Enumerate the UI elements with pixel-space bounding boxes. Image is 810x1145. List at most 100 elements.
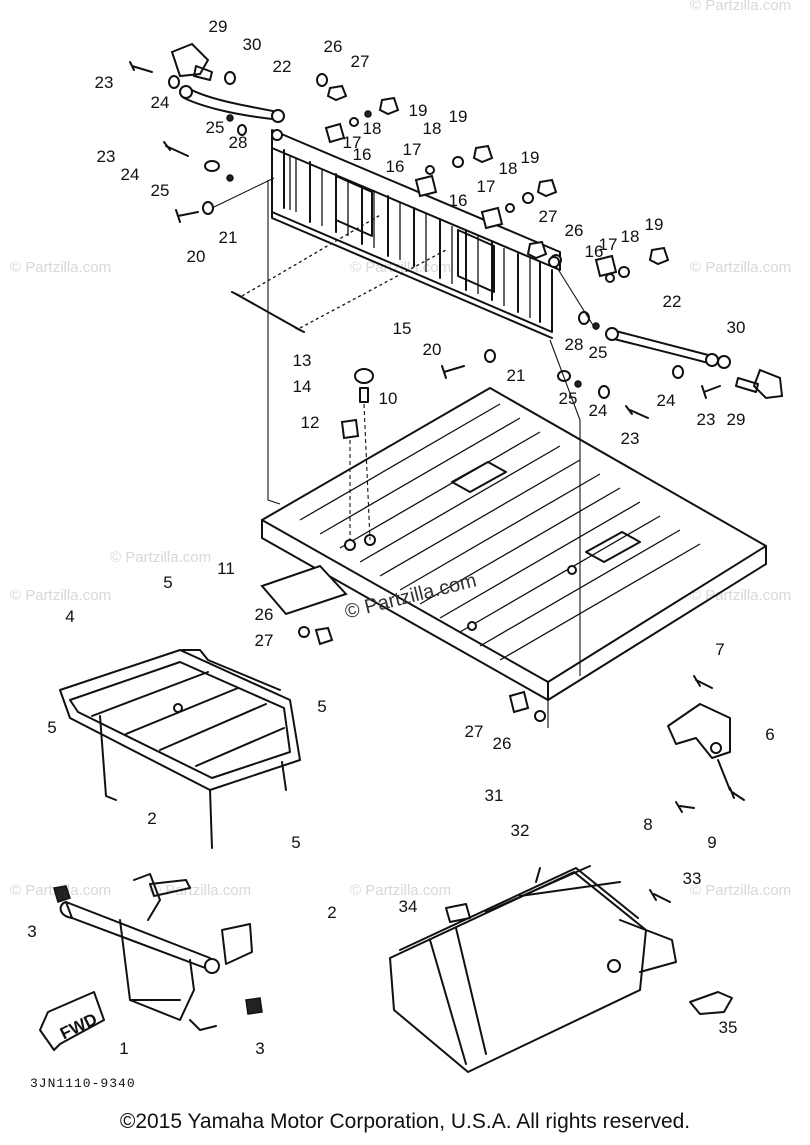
callout-25: 25 [559,389,578,408]
callout-27: 27 [465,722,484,741]
callout-27: 27 [539,207,558,226]
watermark: © Partzilla.com [10,587,111,604]
callout-17: 17 [477,177,496,196]
callout-7: 7 [715,640,724,659]
label-part-34 [445,903,471,923]
callout-24: 24 [121,165,140,184]
callout-32: 32 [511,821,530,840]
callout-20: 20 [423,340,442,359]
callout-16: 16 [449,191,468,210]
bed-mount-hardware [260,368,546,722]
watermark: © Partzilla.com [690,882,791,899]
callout-28: 28 [229,133,248,152]
callout-14: 14 [293,377,312,396]
clip-part-35 [689,991,733,1015]
callout-26: 26 [565,221,584,240]
callout-30: 30 [243,35,262,54]
callout-18: 18 [499,159,518,178]
cargo-bed-part-10 [261,387,767,701]
callout-18: 18 [363,119,382,138]
knob-part-29-left [170,42,213,81]
callout-6: 6 [765,725,774,744]
callout-13: 13 [293,351,312,370]
callout-17: 17 [403,140,422,159]
callout-23: 23 [697,410,716,429]
callout-3: 3 [255,1039,264,1058]
callout-30: 30 [727,318,746,337]
watermark: © Partzilla.com [690,259,791,276]
callout-16: 16 [386,157,405,176]
callout-22: 22 [663,292,682,311]
callout-26: 26 [255,605,274,624]
callout-23: 23 [621,429,640,448]
callout-20: 20 [187,247,206,266]
callout-18: 18 [621,227,640,246]
callout-12: 12 [301,413,320,432]
callout-25: 25 [589,343,608,362]
callout-8: 8 [643,815,652,834]
callout-layer: 2930232422262725281918171618192324251716… [27,17,774,1058]
callout-19: 19 [645,215,664,234]
callout-24: 24 [589,401,608,420]
callout-27: 27 [351,52,370,71]
callout-35: 35 [719,1018,738,1037]
watermark: © Partzilla.com [150,882,251,899]
callout-3: 3 [27,922,36,941]
callout-33: 33 [683,869,702,888]
knob-part-29-right [735,368,784,400]
callout-25: 25 [151,181,170,200]
rear-rack-part-4 [59,649,301,849]
toolbox-part-31 [389,865,677,1073]
bolt-part-33 [649,889,671,903]
callout-4: 4 [65,607,74,626]
callout-23: 23 [95,73,114,92]
callout-24: 24 [657,391,676,410]
callout-16: 16 [585,242,604,261]
callout-31: 31 [485,786,504,805]
callout-25: 25 [206,118,225,137]
callout-17: 17 [343,133,362,152]
callout-19: 19 [449,107,468,126]
callout-22: 22 [273,57,292,76]
front-bumper-part-1 [53,873,263,1031]
callout-11: 11 [217,559,235,578]
callout-26: 26 [493,734,512,753]
bracket-part-6 [667,675,745,813]
callout-27: 27 [255,631,274,650]
callout-5: 5 [291,833,300,852]
callout-16: 16 [353,145,372,164]
tailgate-part-15 [271,129,562,339]
callout-10: 10 [379,389,398,408]
watermark: © Partzilla.com [690,0,791,14]
callout-34: 34 [399,897,418,916]
callout-18: 18 [423,119,442,138]
assembly-leader-lines [211,177,597,728]
callout-5: 5 [47,718,56,737]
callout-5: 5 [317,697,326,716]
callout-26: 26 [324,37,343,56]
watermark: © Partzilla.com [110,549,211,566]
forward-arrow: FWD [39,991,105,1051]
callout-29: 29 [727,410,746,429]
copyright-notice: ©2015 Yamaha Motor Corporation, U.S.A. A… [119,1110,691,1133]
callout-9: 9 [707,833,716,852]
callout-5: 5 [163,573,172,592]
callout-2: 2 [147,809,156,828]
stay-part-22-left [179,85,285,123]
callout-21: 21 [219,228,238,247]
callout-19: 19 [409,101,428,120]
callout-29: 29 [209,17,228,36]
watermark: © Partzilla.com [350,882,451,899]
stay-part-22-right [605,327,719,367]
watermark: © Partzilla.com [10,259,111,276]
callout-1: 1 [119,1039,128,1058]
callout-17: 17 [599,235,618,254]
callout-19: 19 [521,148,540,167]
callout-23: 23 [97,147,116,166]
watermark: © Partzilla.com [690,587,791,604]
callout-24: 24 [151,93,170,112]
forward-arrow-label: FWD [57,1009,100,1043]
part-code: 3JN1110-9340 [30,1076,136,1091]
